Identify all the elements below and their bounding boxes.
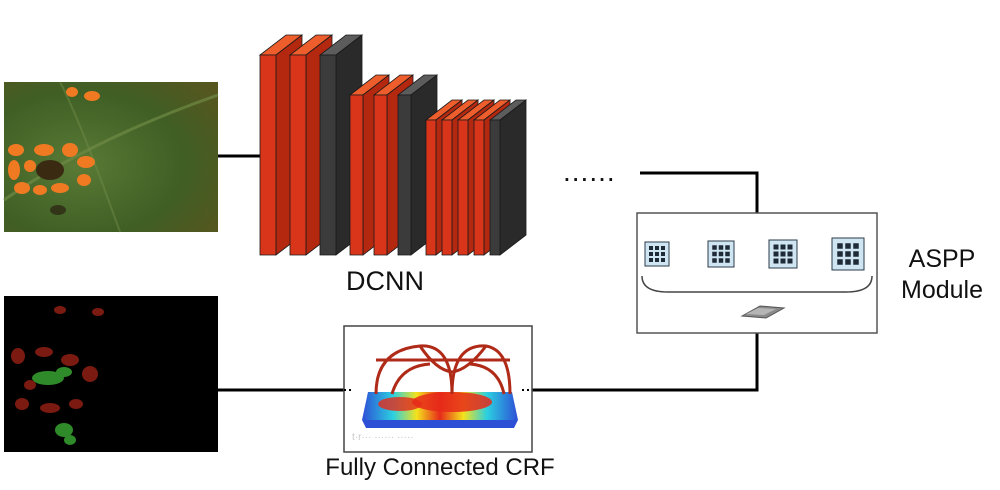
ellipsis-text: ...... xyxy=(563,156,616,187)
dcnn-to-aspp-line xyxy=(640,171,759,213)
aspp-filter-row xyxy=(644,237,865,271)
aspp-to-crf-line xyxy=(532,333,759,392)
aspp-label-line2: Module xyxy=(901,276,983,304)
input-leaf-image xyxy=(3,81,219,233)
aspp-module xyxy=(636,212,878,334)
dcnn-stack xyxy=(258,34,528,256)
atrous-filter-icon xyxy=(644,241,670,267)
crf-label: Fully Connected CRF xyxy=(325,454,555,481)
atrous-filter-icon xyxy=(768,239,798,269)
pooling-plane-icon xyxy=(740,305,786,319)
aspp-label-line1: ASPP xyxy=(908,245,976,273)
aspp-label: ASPP Module xyxy=(892,244,992,306)
connectors xyxy=(218,154,759,392)
dcnn-layer-10 xyxy=(488,99,528,256)
svg-text:t·r··· ······ ·····: t·r··· ······ ····· xyxy=(352,432,414,443)
dcnn-label: DCNN xyxy=(346,266,424,296)
atrous-filter-icon xyxy=(707,240,735,268)
crf-surface-plot: t·r··· ······ ····· xyxy=(343,325,533,453)
output-mask-image xyxy=(4,296,218,452)
atrous-filter-icon xyxy=(831,237,865,271)
